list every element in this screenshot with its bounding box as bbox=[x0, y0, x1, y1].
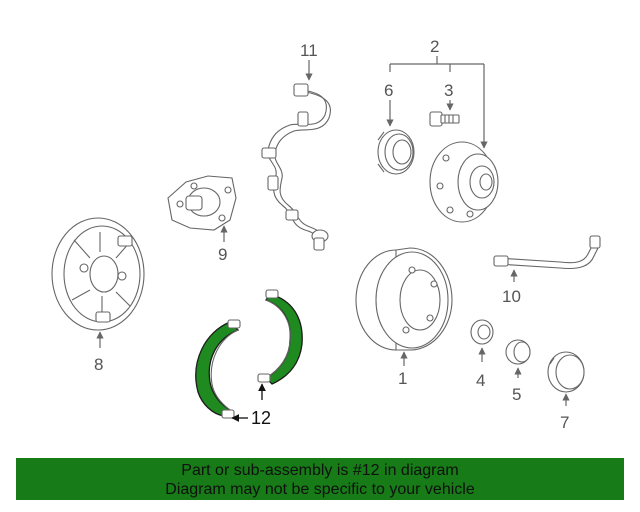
callout-5: 5 bbox=[512, 385, 521, 404]
callout-3: 3 bbox=[444, 81, 453, 100]
callout-2: 2 bbox=[430, 37, 439, 56]
info-banner: Part or sub-assembly is #12 in diagram D… bbox=[16, 458, 624, 500]
part-10-brake-line[interactable] bbox=[493, 235, 601, 270]
part-1-brake-drum[interactable] bbox=[355, 247, 453, 351]
callout-12: 12 bbox=[251, 408, 271, 428]
callout-1: 1 bbox=[398, 369, 407, 388]
banner-line-2: Diagram may not be specific to your vehi… bbox=[165, 481, 475, 498]
part-9-mount-plate[interactable] bbox=[167, 175, 237, 231]
part-2-hub-assembly[interactable] bbox=[429, 141, 499, 223]
callout-4: 4 bbox=[476, 371, 485, 390]
part-3-hub-bolt[interactable] bbox=[429, 111, 460, 127]
part-6-bearing[interactable] bbox=[377, 129, 415, 175]
part-12-brake-shoes[interactable] bbox=[195, 289, 303, 419]
callout-8: 8 bbox=[94, 355, 103, 374]
part-4-cap[interactable] bbox=[470, 319, 494, 345]
banner-line-1: Part or sub-assembly is #12 in diagram bbox=[181, 462, 459, 479]
parts-diagram: 11 2 6 3 bbox=[51, 37, 601, 432]
part-8-backing-plate[interactable] bbox=[51, 217, 145, 331]
part-7-grease-cap[interactable] bbox=[547, 351, 585, 393]
callout-6: 6 bbox=[384, 81, 393, 100]
callout-10: 10 bbox=[502, 287, 521, 306]
part-5-bleeder-cap[interactable] bbox=[505, 339, 531, 365]
callout-2-bracket bbox=[389, 56, 488, 149]
callout-11: 11 bbox=[300, 41, 318, 60]
part-11-speed-sensor[interactable] bbox=[261, 83, 331, 251]
callout-9: 9 bbox=[218, 245, 227, 264]
callout-7: 7 bbox=[560, 413, 569, 432]
